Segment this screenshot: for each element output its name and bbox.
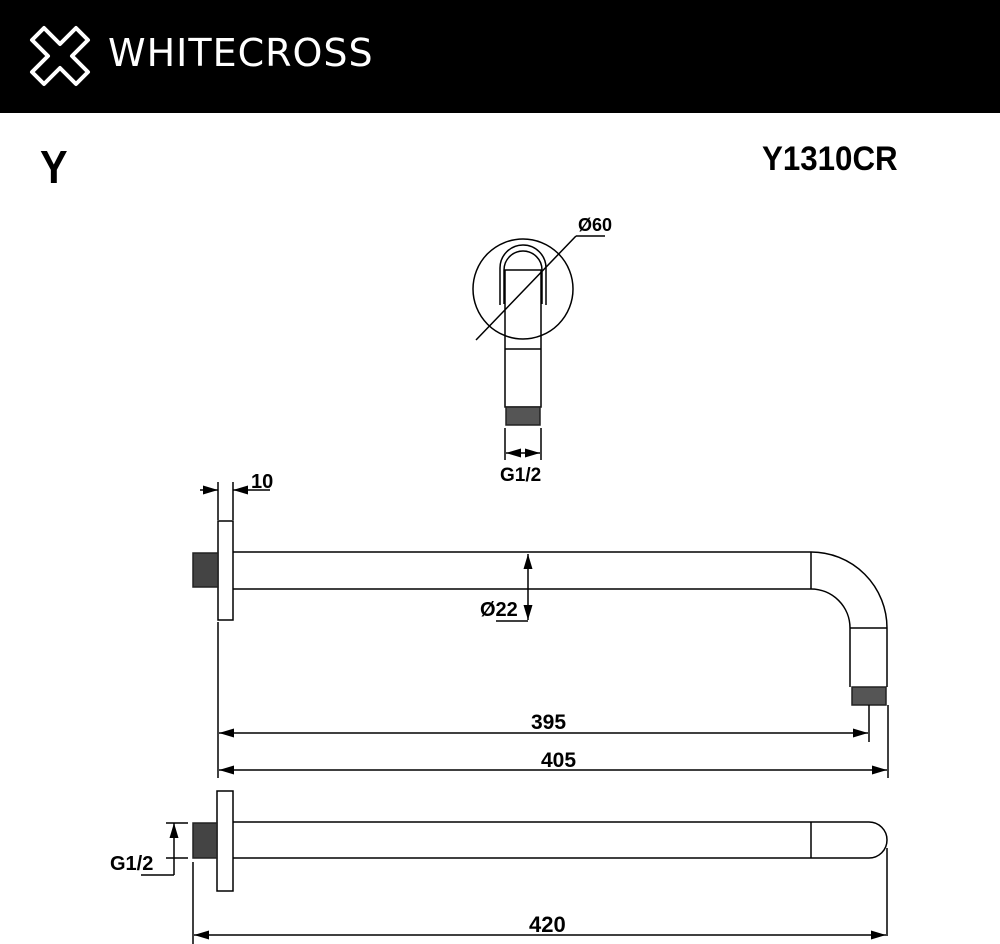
arm-diameter-label: Ø22 bbox=[480, 599, 518, 621]
brand-header: WHITECROSS bbox=[0, 0, 1000, 113]
flange-thickness-label: 10 bbox=[251, 471, 273, 493]
cross-outline-icon bbox=[30, 26, 90, 86]
dimension-395-label: 395 bbox=[531, 711, 566, 734]
front-thread-label: G1/2 bbox=[500, 465, 541, 486]
dimension-420-label: 420 bbox=[529, 912, 566, 937]
side-view bbox=[192, 482, 889, 778]
top-view bbox=[141, 790, 888, 944]
top-thread-label: G1/2 bbox=[110, 853, 153, 875]
front-view bbox=[472, 235, 605, 460]
brand-name: WHITECROSS bbox=[108, 31, 374, 75]
series-label: Y bbox=[40, 141, 68, 193]
dimension-405-label: 405 bbox=[541, 749, 576, 772]
flange-diameter-label: Ø60 bbox=[578, 215, 612, 235]
model-number: Y1310CR bbox=[762, 140, 898, 178]
